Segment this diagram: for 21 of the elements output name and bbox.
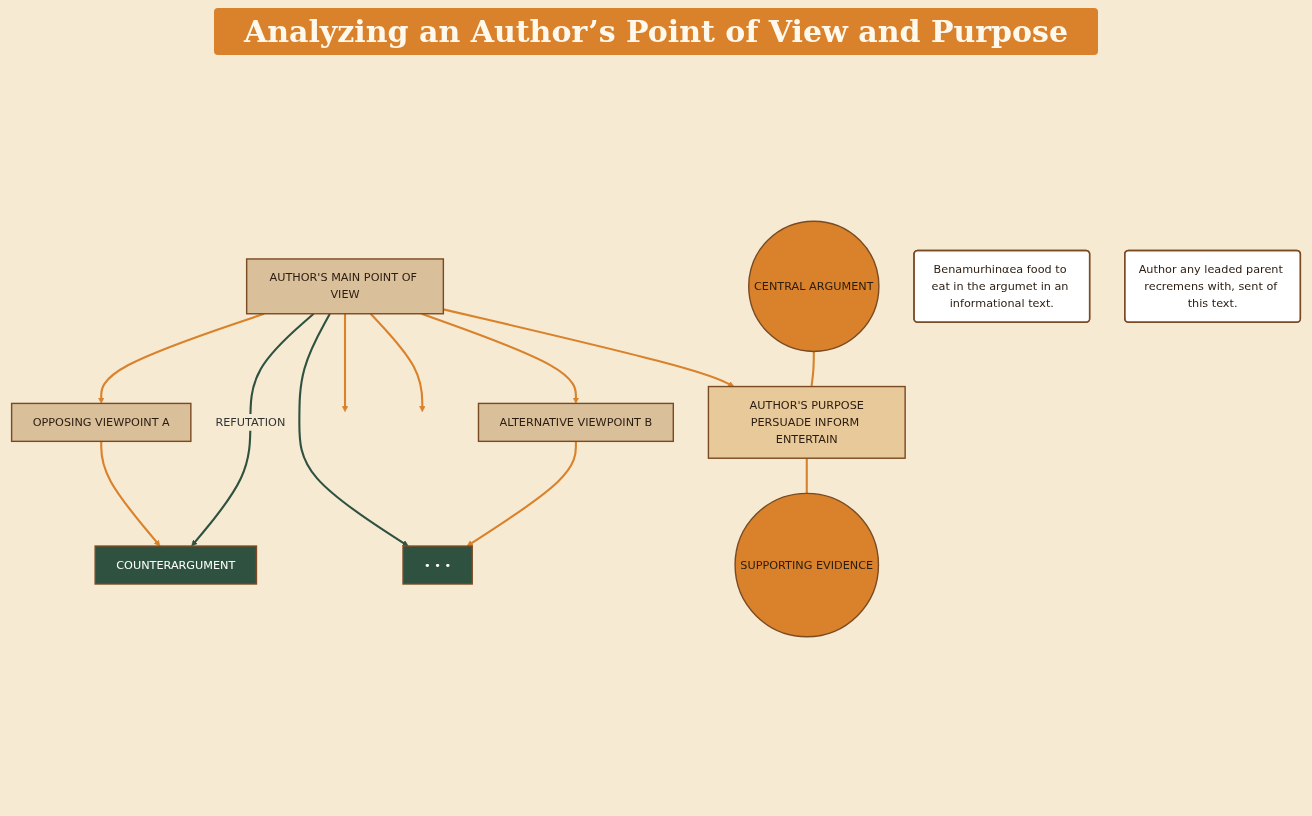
node-box: OPPOSING VIEWPOINT A — [10, 402, 192, 443]
title-banner: Analyzing an Author’s Point of View and Purpose — [213, 8, 1099, 55]
node-box: AUTHOR'S PURPOSE PERSUADE INFORM ENTERTAIN — [707, 385, 906, 459]
arrow — [341, 313, 349, 413]
arrow — [466, 441, 577, 547]
node-circle: SUPPORTING EVIDENCE — [734, 492, 880, 638]
node-box: AUTHOR'S MAIN POINT OF VIEW — [245, 258, 445, 315]
arrow — [100, 441, 161, 547]
arrow — [369, 313, 426, 413]
arrow — [421, 312, 579, 404]
node-box: ALTERNATIVE VIEWPOINT B — [477, 402, 674, 443]
connector — [810, 351, 815, 387]
connector — [805, 458, 808, 494]
arrow — [98, 312, 265, 404]
arrow — [443, 308, 735, 387]
node-box: COUNTERARGUMENT — [94, 545, 258, 585]
arrow — [298, 313, 409, 547]
node-circle: CENTRAL ARGUMENT — [748, 220, 880, 353]
arrow — [191, 312, 315, 547]
edge-label: REFUTATION — [215, 415, 286, 429]
node-box: • • • — [402, 545, 473, 585]
